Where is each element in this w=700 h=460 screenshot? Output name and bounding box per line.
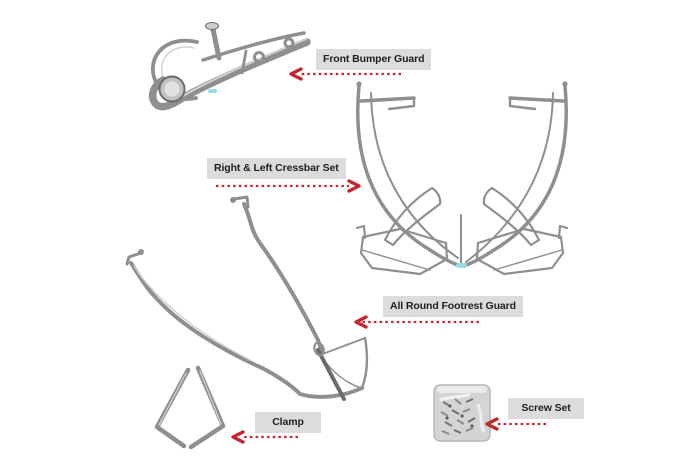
crossbar-set-illustration <box>355 81 569 276</box>
sticker <box>456 263 467 268</box>
screw-set-bag-illustration <box>433 384 491 442</box>
label-crossbar-set: Right & Left Cressbar Set <box>207 158 346 180</box>
label-front-bumper-guard: Front Bumper Guard <box>316 49 432 71</box>
front-bumper-guard-illustration <box>148 22 311 111</box>
arrow-clamp <box>231 430 298 444</box>
arrow-front-bumper-guard <box>289 67 401 81</box>
label-clamp: Clamp <box>255 412 321 434</box>
arrow-footrest-guard <box>354 315 479 329</box>
clamp-illustration <box>154 365 226 450</box>
arrow-crossbar-set <box>216 179 361 193</box>
label-screw-set: Screw Set <box>508 398 584 420</box>
footrest-guard-illustration <box>125 195 369 401</box>
label-footrest-guard: All Round Footrest Guard <box>383 296 523 318</box>
arrow-screw-set <box>485 417 546 431</box>
sticker <box>208 89 217 93</box>
